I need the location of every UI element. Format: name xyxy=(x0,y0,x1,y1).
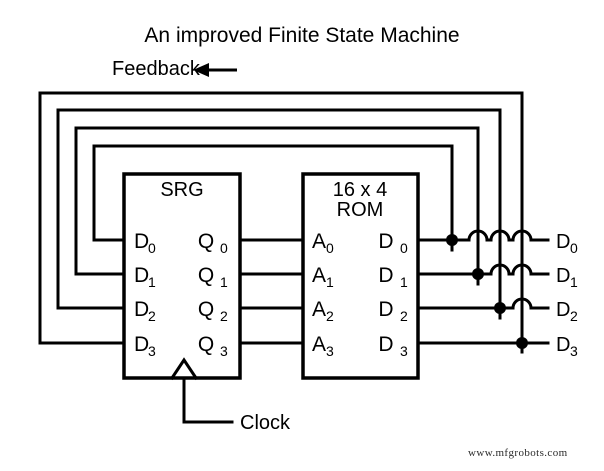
feedback-label: Feedback xyxy=(112,58,200,80)
srg-input-sub-0: 0 xyxy=(148,240,156,256)
output-label-1: D xyxy=(556,265,570,287)
rom-input-label-1: A xyxy=(312,264,326,287)
output-label-2: D xyxy=(556,299,570,321)
output-sub-1: 1 xyxy=(570,274,578,290)
rom-output-label-0: D xyxy=(378,230,393,253)
output-sub-3: 3 xyxy=(570,343,578,359)
rom-output-sub-1: 1 xyxy=(400,274,408,290)
srg-input-sub-3: 3 xyxy=(148,343,156,359)
rom-output-sub-0: 0 xyxy=(400,240,408,256)
page-title: An improved Finite State Machine xyxy=(144,24,460,47)
rom-input-label-0: A xyxy=(312,230,326,253)
feedback-loop-d0 xyxy=(92,144,454,252)
srg-input-label-2: D xyxy=(134,298,149,321)
rom-block-label-line1: 16 x 4 xyxy=(333,179,387,201)
output-line-d2 xyxy=(416,297,550,314)
output-label-3: D xyxy=(556,334,570,356)
srg-output-label-3: Q xyxy=(198,333,214,356)
output-sub-2: 2 xyxy=(570,308,578,324)
rom-input-sub-3: 3 xyxy=(326,343,334,359)
srg-output-sub-2: 2 xyxy=(220,308,228,324)
rom-output-label-3: D xyxy=(378,333,393,356)
srg-block[interactable] xyxy=(122,172,242,380)
left-arrow-icon xyxy=(193,63,237,77)
feedback-loop-d3 xyxy=(38,91,524,345)
srg-output-sub-0: 0 xyxy=(220,240,228,256)
rom-output-label-1: D xyxy=(378,264,393,287)
srg-output-sub-3: 3 xyxy=(220,343,228,359)
rom-output-label-2: D xyxy=(378,298,393,321)
clock-label: Clock xyxy=(240,412,291,434)
output-line-d0 xyxy=(416,229,550,246)
clock-wire xyxy=(182,376,234,424)
srg-output-sub-1: 1 xyxy=(220,274,228,290)
srg-output-label-2: Q xyxy=(198,298,214,321)
srg-output-label-0: Q xyxy=(198,230,214,253)
srg-block-label: SRG xyxy=(160,179,203,201)
rom-input-sub-0: 0 xyxy=(326,240,334,256)
rom-input-sub-1: 1 xyxy=(326,274,334,290)
output-line-d3 xyxy=(416,337,550,349)
srg-input-label-3: D xyxy=(134,333,149,356)
clock-triangle-icon xyxy=(169,357,199,381)
rom-output-sub-3: 3 xyxy=(400,343,408,359)
feedback-loop-d2 xyxy=(56,108,502,320)
junction-dot-icon xyxy=(446,234,458,246)
rom-block-label-line2: ROM xyxy=(337,199,384,221)
feedback-loop-d1 xyxy=(74,126,480,286)
rom-input-label-3: A xyxy=(312,333,326,356)
site-watermark: www.mfgrobots.com xyxy=(468,447,568,459)
rom-input-label-2: A xyxy=(312,298,326,321)
rom-block[interactable] xyxy=(301,172,420,380)
output-label-0: D xyxy=(556,231,570,253)
srg-input-sub-2: 2 xyxy=(148,308,156,324)
rom-output-sub-2: 2 xyxy=(400,308,408,324)
rom-input-sub-2: 2 xyxy=(326,308,334,324)
srg-input-label-0: D xyxy=(134,230,149,253)
output-line-d1 xyxy=(416,263,550,280)
srg-input-sub-1: 1 xyxy=(148,274,156,290)
srg-output-label-1: Q xyxy=(198,264,214,287)
srg-input-label-1: D xyxy=(134,264,149,287)
output-sub-0: 0 xyxy=(570,240,578,256)
